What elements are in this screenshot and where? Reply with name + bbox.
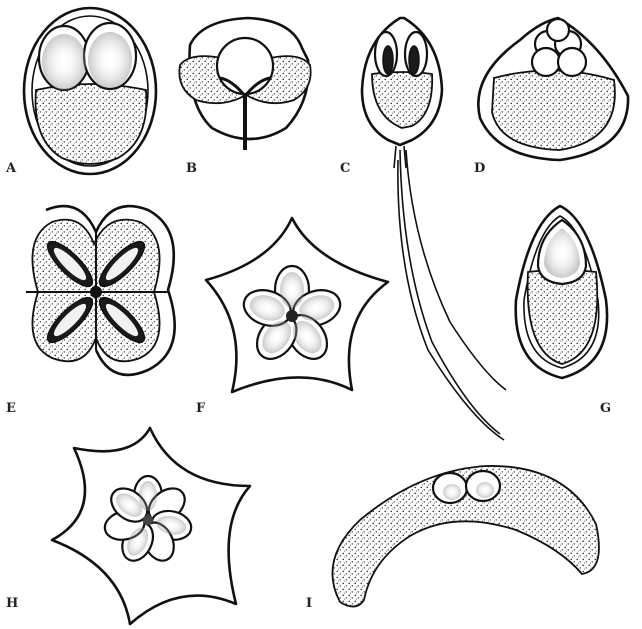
panel-label-i: I	[306, 596, 312, 611]
panel-label-c: C	[340, 161, 350, 176]
spore-b	[179, 18, 310, 150]
panel-label-d: D	[474, 161, 485, 176]
panel-label-e: E	[6, 401, 16, 416]
spore-e	[26, 206, 175, 375]
panel-label-f: F	[196, 401, 206, 416]
panel-label-g: G	[600, 401, 611, 416]
spore-h	[52, 428, 250, 624]
panel-label-b: B	[186, 161, 197, 176]
spore-i	[332, 466, 599, 607]
spore-g	[516, 206, 607, 378]
spore-d	[478, 18, 628, 160]
panel-label-h: H	[6, 596, 18, 611]
panel-label-a: A	[5, 161, 17, 176]
spore-a	[24, 8, 156, 174]
spore-f	[206, 218, 388, 392]
